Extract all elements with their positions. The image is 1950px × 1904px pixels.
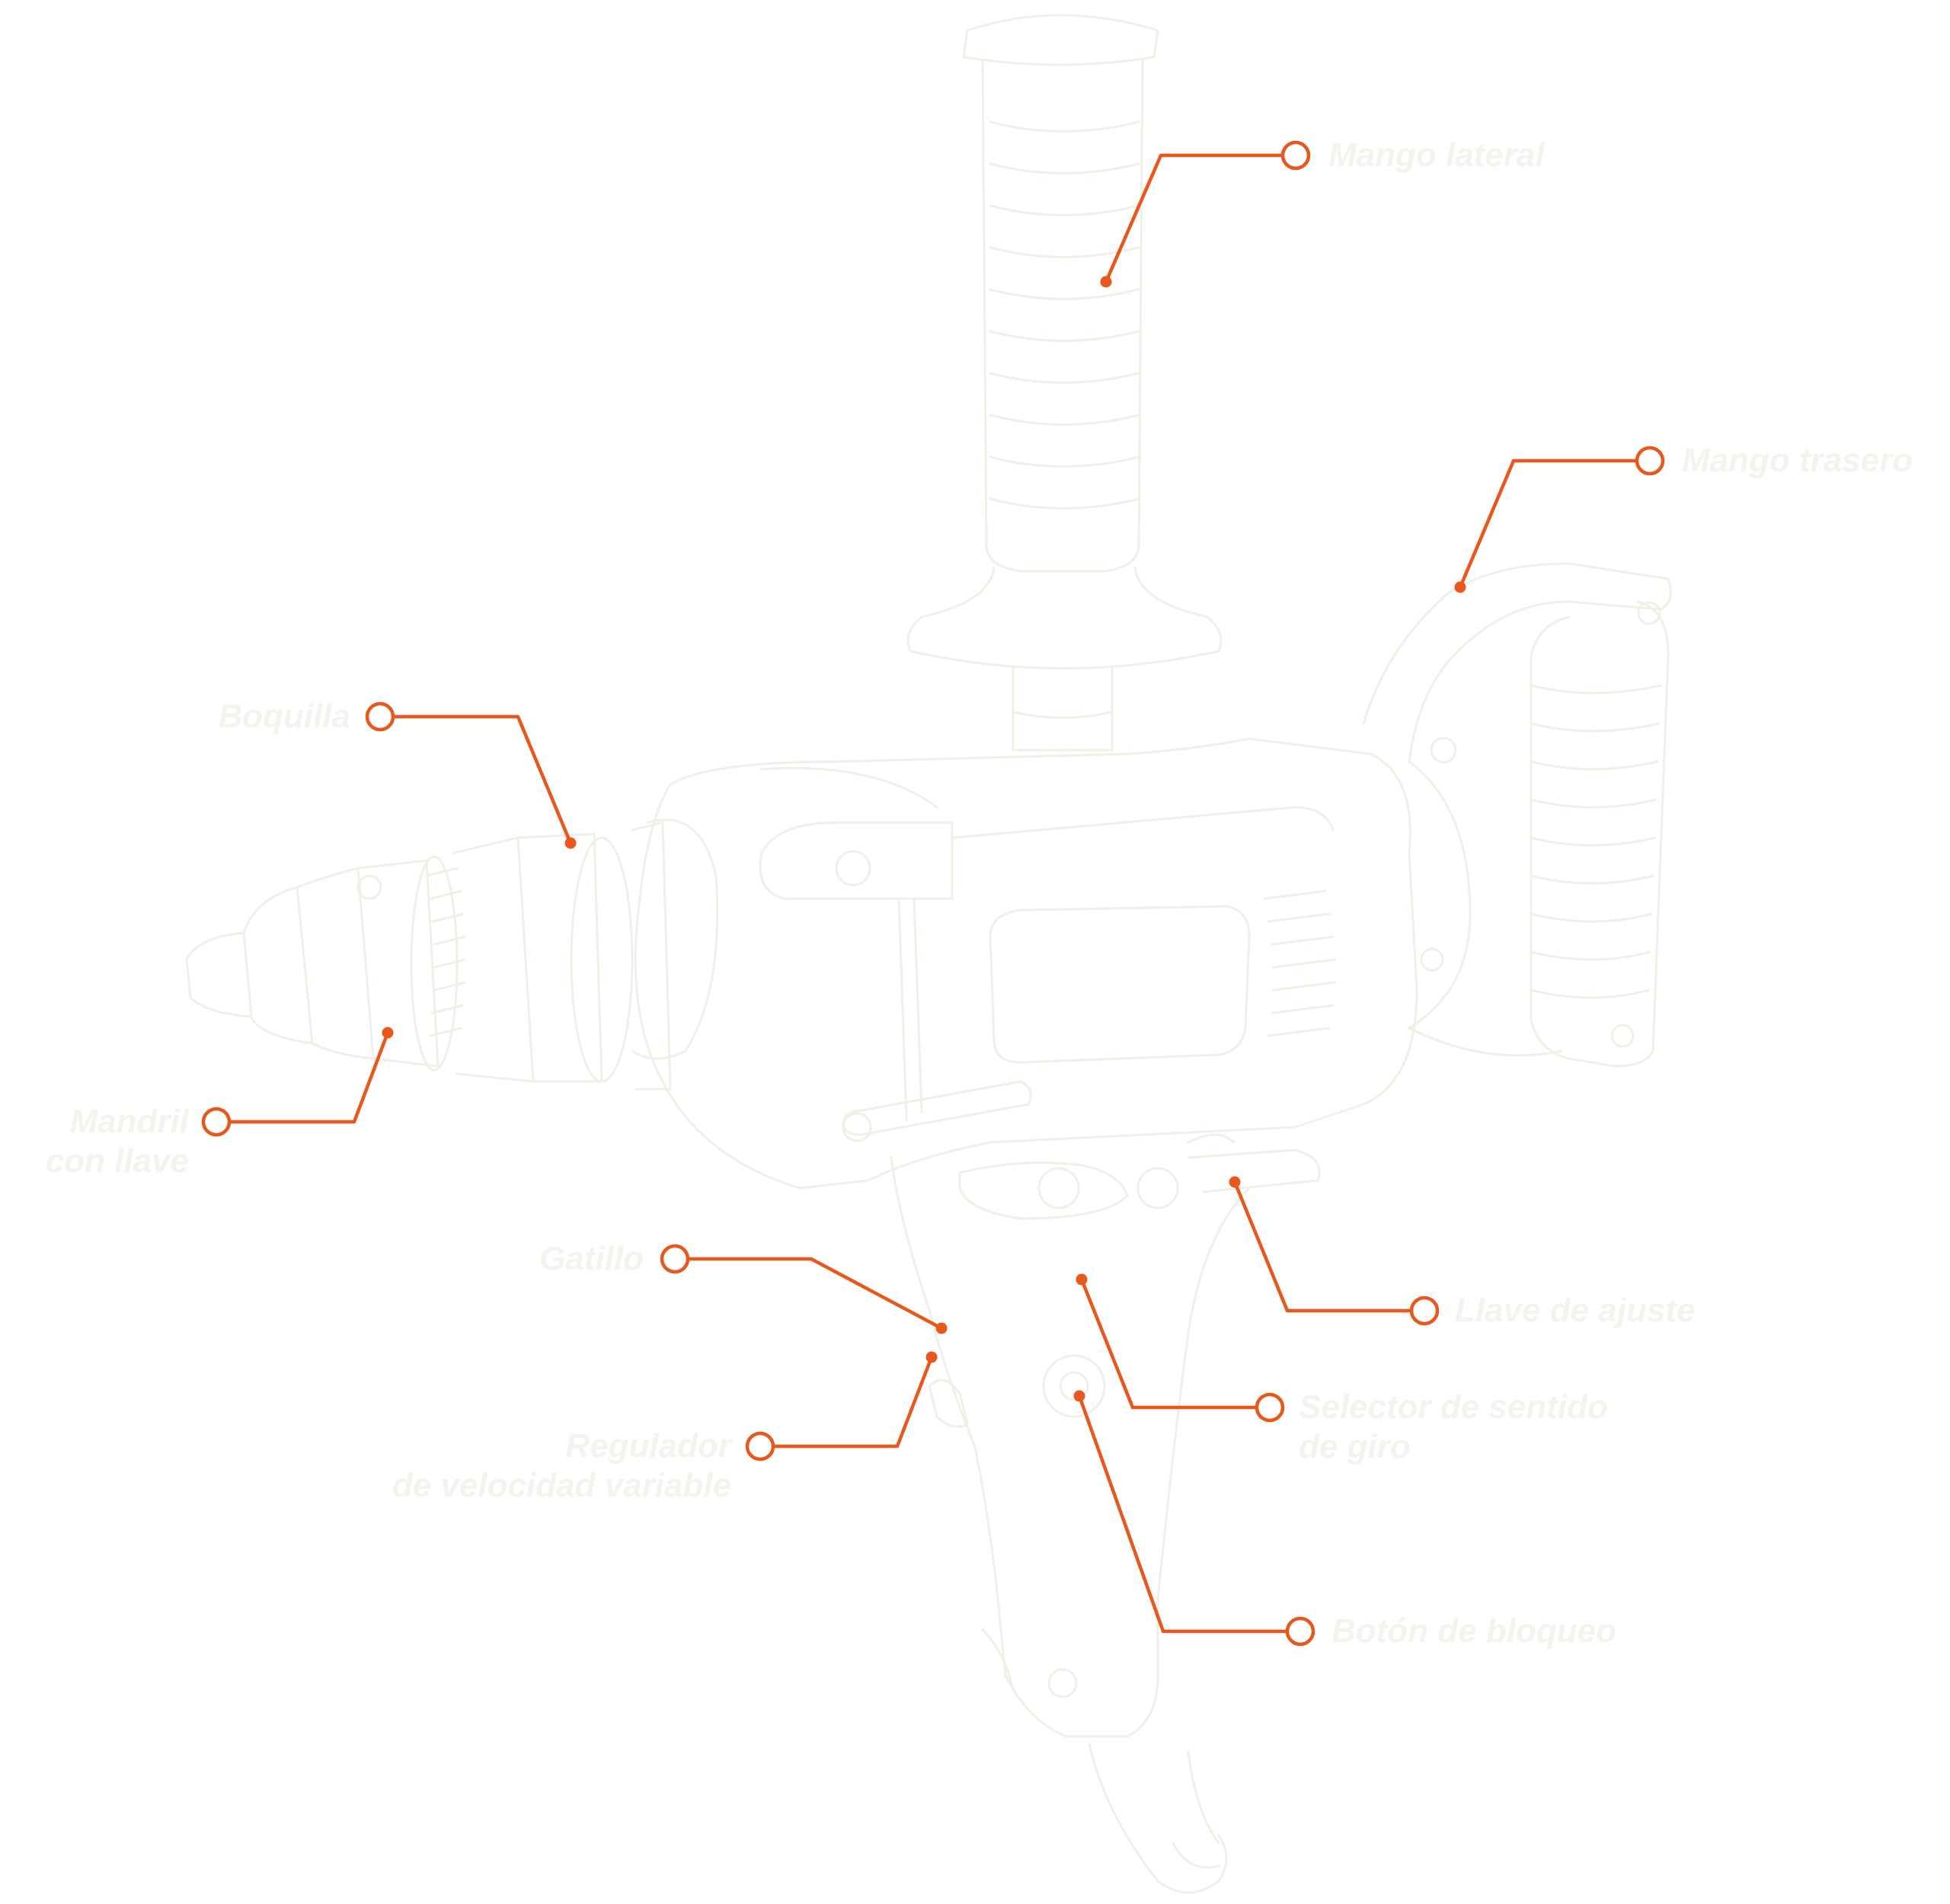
leader-line <box>214 1030 390 1124</box>
drill-body-outline <box>631 737 1418 1190</box>
callout-ring <box>745 1431 775 1462</box>
anchor-dot <box>1229 1176 1241 1188</box>
side-handle-outline <box>906 14 1223 752</box>
chuck-outline <box>185 821 672 1091</box>
anchor-dot <box>1076 1273 1088 1286</box>
anchor-dot <box>1100 276 1112 288</box>
callout-boton-bloqueo: Botón de bloqueo <box>1073 1390 1616 1650</box>
label-mango-trasero: Mango trasero <box>1682 442 1913 479</box>
anchor-dot <box>382 1027 394 1039</box>
callout-gatillo: Gatillo <box>539 1240 948 1334</box>
callout-mango-lateral: Mango lateral <box>1100 136 1545 288</box>
callout-boquilla: Boquilla <box>218 698 577 849</box>
label-gatillo: Gatillo <box>539 1240 644 1277</box>
leader-line <box>673 1257 944 1331</box>
pistol-grip-outline <box>890 1133 1321 1894</box>
anchor-dot <box>925 1351 938 1363</box>
callout-ring <box>1280 140 1311 171</box>
callout-ring <box>660 1244 690 1274</box>
label-mango-lateral: Mango lateral <box>1328 136 1545 174</box>
callout-ring <box>1255 1392 1285 1423</box>
anchor-dot <box>1073 1390 1085 1402</box>
leader-line <box>1077 1394 1303 1634</box>
callout-llave-ajuste: Llave de ajuste <box>1229 1176 1695 1329</box>
rear-handle-outline <box>1362 562 1672 1068</box>
label-boton-bloqueo: Botón de bloqueo <box>1331 1612 1616 1650</box>
drill-illustration <box>185 14 1672 1894</box>
anchor-dot <box>1454 581 1466 593</box>
leader-line <box>1458 458 1652 589</box>
label-llave-ajuste: Llave de ajuste <box>1455 1292 1695 1329</box>
callout-mango-trasero: Mango trasero <box>1454 442 1913 593</box>
callout-ring <box>201 1107 232 1137</box>
callout-ring <box>365 701 395 732</box>
leader-line <box>758 1355 934 1449</box>
anchor-dot <box>564 837 577 849</box>
leader-line <box>1104 153 1298 284</box>
anchor-dot <box>935 1322 948 1334</box>
leader-line <box>1079 1277 1272 1410</box>
callout-ring <box>1635 446 1665 476</box>
label-boquilla: Boquilla <box>218 698 350 735</box>
callout-ring <box>1285 1616 1315 1647</box>
leader-line <box>378 714 573 845</box>
leader-line <box>1232 1180 1427 1313</box>
callout-ring <box>1409 1295 1440 1326</box>
